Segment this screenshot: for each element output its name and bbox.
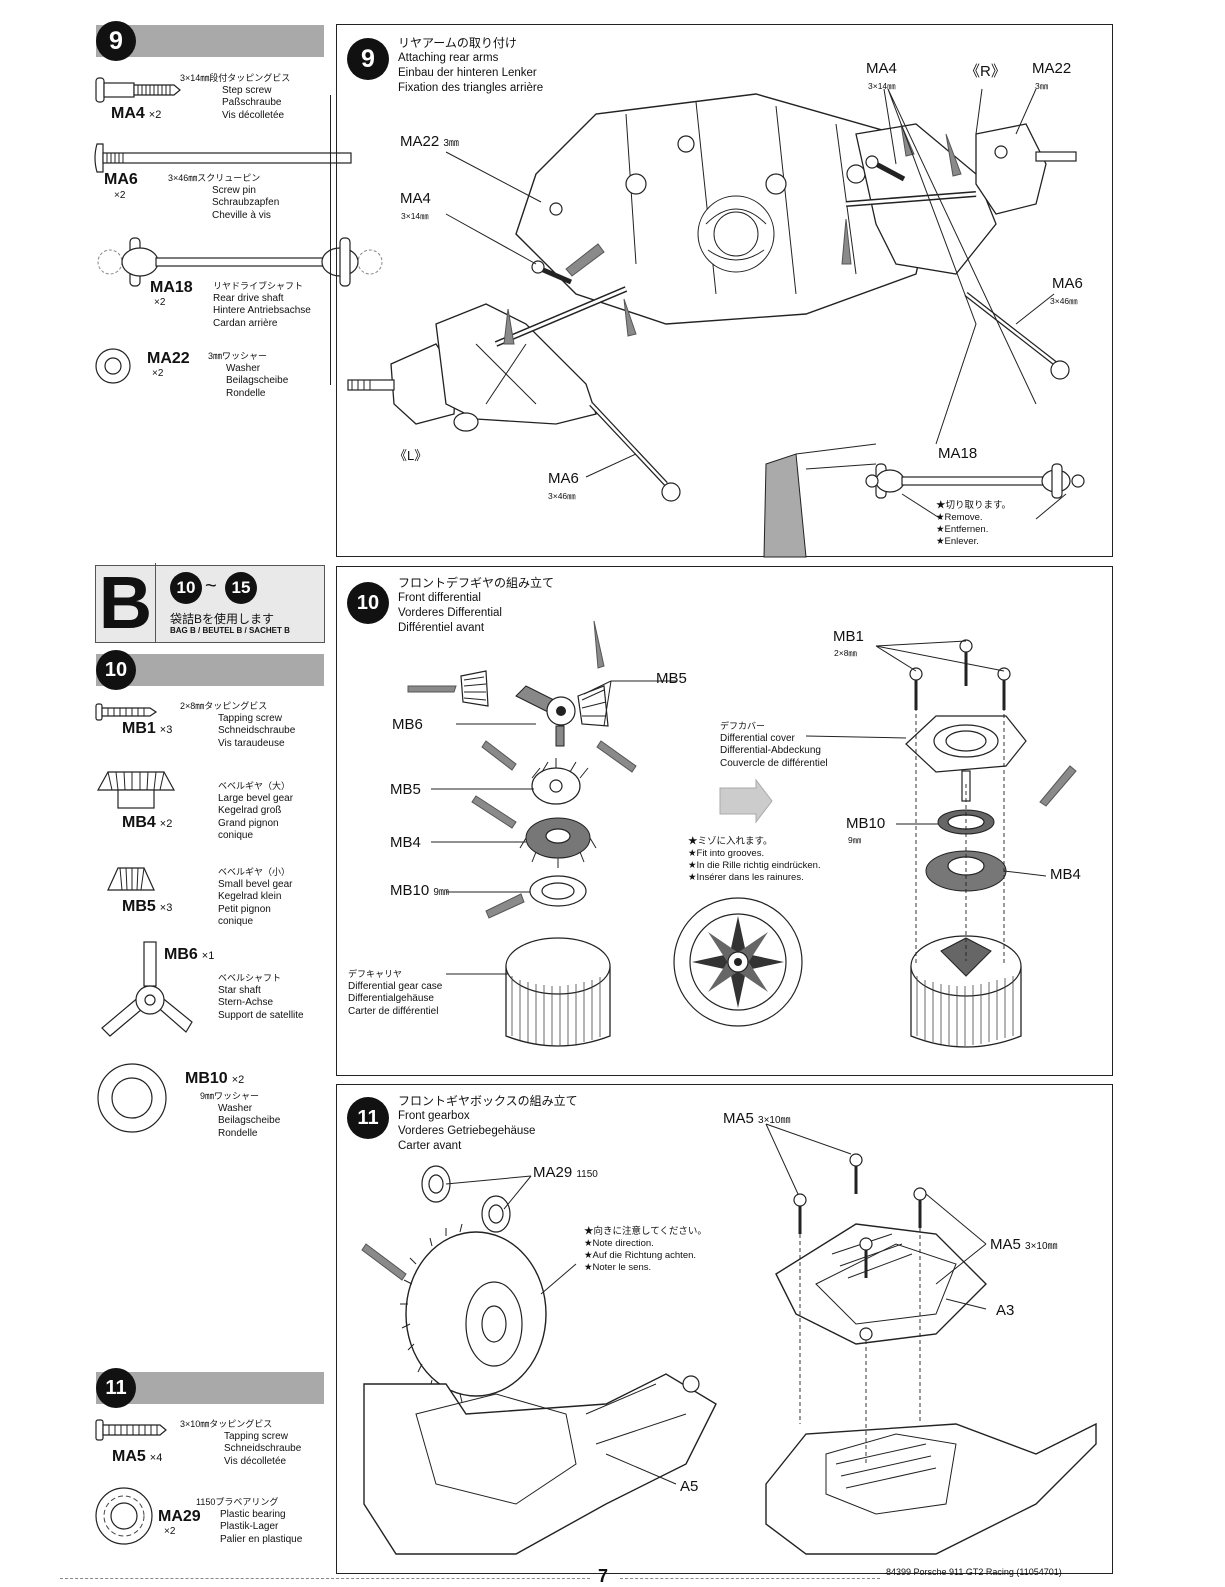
washer-large-icon bbox=[97, 1063, 167, 1133]
front-gearbox-illustration bbox=[361, 1123, 1097, 1555]
step11-number: 11 bbox=[347, 1097, 389, 1139]
part-qty-ma29: ×2 bbox=[164, 1526, 176, 1537]
label-ma5-right: MA5 3×10㎜ bbox=[990, 1236, 1058, 1253]
part-code-ma5: MA5×4 bbox=[112, 1448, 163, 1465]
step10-title: フロントデフギヤの組み立て Front differential Vordere… bbox=[398, 576, 555, 634]
part-desc-mb6: ベベルシャフト Star shaft Stern-Achse Support d… bbox=[218, 973, 304, 1021]
bag-b-box bbox=[95, 565, 325, 643]
step10-parts-number: 10 bbox=[96, 650, 136, 690]
step10-diagram-box bbox=[336, 566, 1113, 1076]
part-desc-mb1: 2×8㎜タッピングビス Tapping screw Schneidschraub… bbox=[180, 701, 296, 749]
step9-title: リヤアームの取り付け Attaching rear arms Einbau de… bbox=[398, 36, 544, 94]
bag-b-range-from: 10 bbox=[170, 572, 202, 604]
left-column-divider bbox=[330, 95, 331, 385]
front-differential-illustration bbox=[407, 620, 1077, 1048]
part-qty-ma22: ×2 bbox=[152, 368, 164, 379]
part-code-ma4: MA4×2 bbox=[111, 105, 162, 122]
bag-b-line1: 袋詰Bを使用します bbox=[170, 612, 275, 626]
bag-b-letter: B bbox=[96, 563, 156, 643]
label-ma6-bottom: MA6 bbox=[548, 470, 579, 487]
step10-number: 10 bbox=[347, 582, 389, 624]
label-a3: A3 bbox=[996, 1302, 1015, 1319]
label-mb4-right: MB4 bbox=[1050, 866, 1081, 883]
direction-note: ★向きに注意してください。 ★Note direction. ★Auf die … bbox=[584, 1226, 707, 1273]
washer-small-icon bbox=[95, 348, 131, 384]
label-mb10-right-size: 9㎜ bbox=[848, 835, 862, 845]
small-bevel-gear-icon bbox=[107, 867, 155, 891]
step9-parts-number: 9 bbox=[96, 21, 136, 61]
label-mb5-mid: MB5 bbox=[390, 781, 421, 798]
label-left-side: 《L》 bbox=[394, 448, 428, 463]
part-code-ma6: MA6 bbox=[104, 171, 138, 188]
part-code-mb5: MB5×3 bbox=[122, 898, 173, 915]
label-ma29: MA29 1150 bbox=[533, 1164, 598, 1181]
step11-diagram-box bbox=[336, 1084, 1113, 1574]
label-ma5-top: MA5 3×10㎜ bbox=[723, 1110, 791, 1127]
part-qty-ma6: ×2 bbox=[114, 190, 126, 201]
label-ma4-left: MA4 bbox=[400, 190, 431, 207]
part-desc-ma22: 3㎜ワッシャー Washer Beilagscheibe Rondelle bbox=[208, 351, 289, 399]
part-code-mb6: MB6×1 bbox=[164, 946, 215, 963]
remove-note: ★切り取ります。 ★Remove. ★Entfernen. ★Enlever. bbox=[936, 500, 1012, 547]
part-desc-mb10: 9㎜ワッシャー Washer Beilagscheibe Rondelle bbox=[200, 1091, 281, 1139]
label-ma6-right-size: 3×46㎜ bbox=[1050, 296, 1078, 306]
screw-pin-icon bbox=[94, 143, 352, 173]
groove-note: ★ミゾに入れます。 ★Fit into grooves. ★In die Ril… bbox=[688, 836, 821, 883]
label-ma4-left-size: 3×14㎜ bbox=[401, 211, 429, 221]
large-bevel-gear-icon bbox=[96, 771, 176, 809]
rear-arms-assembly-illustration bbox=[347, 88, 1085, 558]
star-shaft-icon bbox=[101, 941, 193, 1037]
part-code-ma18: MA18 bbox=[150, 279, 193, 296]
label-ma4-right: MA4 bbox=[866, 60, 897, 77]
differential-case-label: デフキャリヤ Differential gear case Differenti… bbox=[348, 969, 443, 1017]
footer-line-right bbox=[620, 1578, 880, 1579]
differential-cover-label: デフカバー Differential cover Differential-Ab… bbox=[720, 721, 828, 769]
label-ma22-right: MA22 bbox=[1032, 60, 1072, 77]
label-mb1-size: 2×8㎜ bbox=[834, 648, 857, 658]
label-ma6-bottom-size: 3×46㎜ bbox=[548, 491, 576, 501]
label-ma22-left: MA22 3㎜ bbox=[400, 133, 459, 150]
footer-line-left bbox=[60, 1578, 590, 1579]
label-mb6: MB6 bbox=[392, 716, 423, 733]
label-mb4-left: MB4 bbox=[390, 834, 421, 851]
plastic-bearing-icon bbox=[95, 1487, 153, 1545]
label-ma4-right-size: 3×14㎜ bbox=[868, 81, 896, 91]
label-mb5-top: MB5 bbox=[656, 670, 687, 687]
label-right-side: 《R》 bbox=[965, 63, 1006, 80]
part-code-ma22: MA22 bbox=[147, 350, 190, 367]
label-mb10-left: MB10 9㎜ bbox=[390, 882, 449, 899]
part-code-mb4: MB4×2 bbox=[122, 814, 173, 831]
step9-number: 9 bbox=[347, 38, 389, 80]
label-mb1: MB1 bbox=[833, 628, 864, 645]
part-desc-ma4: 3×14㎜段付タッピングビス Step screw Paßschraube Vi… bbox=[180, 73, 291, 121]
part-code-mb1: MB1×3 bbox=[122, 720, 173, 737]
part-code-ma29: MA29 bbox=[158, 1508, 201, 1525]
document-id: 84399 Porsche 911 GT2 Racing (11054701) bbox=[886, 1567, 1062, 1577]
step9-diagram-box bbox=[336, 24, 1113, 557]
part-desc-ma18: リヤドライブシャフト Rear drive shaft Hintere Antr… bbox=[213, 281, 311, 329]
label-ma22-right-size: 3㎜ bbox=[1035, 81, 1049, 91]
label-a5: A5 bbox=[680, 1478, 699, 1495]
part-code-mb10: MB10×2 bbox=[185, 1070, 245, 1087]
tapping-screw-icon bbox=[95, 703, 158, 721]
part-desc-mb4: ベベルギヤ（大） Large bevel gear Kegelrad groß … bbox=[218, 781, 294, 841]
label-mb10-right: MB10 bbox=[846, 815, 886, 832]
part-desc-mb5: ベベルギヤ（小） Small bevel gear Kegelrad klein… bbox=[218, 867, 293, 927]
step-screw-icon bbox=[95, 77, 181, 103]
bag-b-line2: BAG B / BEUTEL B / SACHET B bbox=[170, 626, 290, 635]
bag-b-range-to: 15 bbox=[225, 572, 257, 604]
label-ma6-right: MA6 bbox=[1052, 275, 1083, 292]
part-qty-ma18: ×2 bbox=[154, 297, 166, 308]
step11-title: フロントギヤボックスの組み立て Front gearbox Vorderes G… bbox=[398, 1094, 578, 1152]
label-ma18: MA18 bbox=[938, 445, 978, 462]
step11-parts-number: 11 bbox=[96, 1368, 136, 1408]
part-desc-ma29: 1150プラベアリング Plastic bearing Plastik-Lage… bbox=[196, 1497, 303, 1545]
tapping-screw-ma5-icon bbox=[95, 1419, 167, 1441]
drive-shaft-icon bbox=[97, 237, 383, 287]
bag-b-range-sep: ~ bbox=[205, 575, 217, 597]
part-desc-ma6: 3×46㎜スクリューピン Screw pin Schraubzapfen Che… bbox=[168, 173, 280, 221]
page-number: 7 bbox=[598, 1566, 609, 1586]
part-desc-ma5: 3×10㎜タッピングビス Tapping screw Schneidschrau… bbox=[180, 1419, 302, 1467]
